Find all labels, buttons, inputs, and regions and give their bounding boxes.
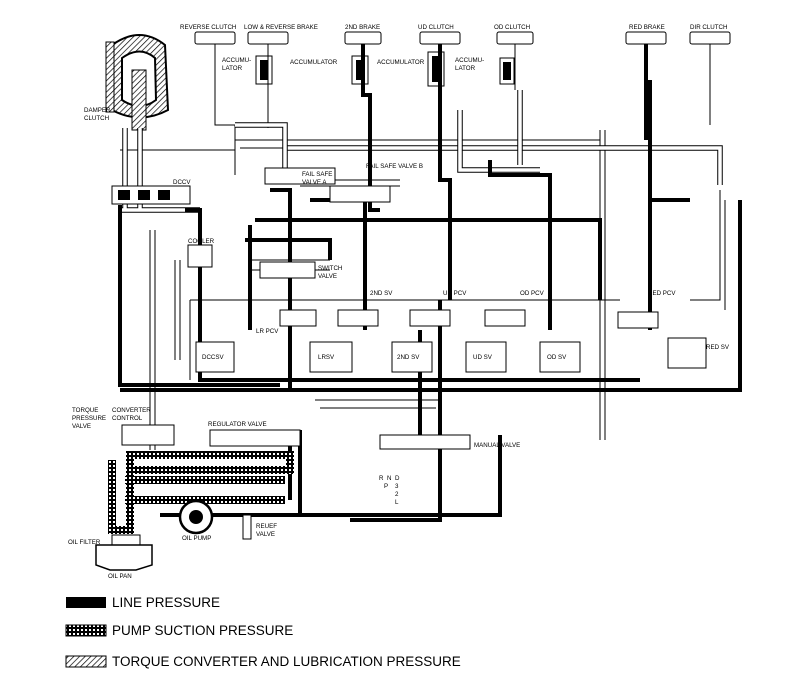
legend-swatch-torque [65,655,107,668]
lubrication-circuit [120,90,723,213]
legend-line-pressure: LINE PRESSURE [112,595,220,610]
label-damper-2: CLUTCH [84,115,109,122]
label-tpv-1: TORQUE [72,407,98,414]
legend-pump-suction: PUMP SUCTION PRESSURE [112,623,293,638]
pump-suction-circuit [108,451,294,534]
legend-torque-lubrication: TORQUE CONVERTER AND LUBRICATION PRESSUR… [112,654,461,669]
line-pressure-circuit [118,44,742,522]
label-switch-2: VALVE [318,273,337,280]
label-oil-pump: OIL PUMP [182,535,211,542]
label-reverse-clutch: REVERSE CLUTCH [180,24,236,31]
label-cc-1: CONVERTER [112,407,151,414]
label-red-sv: RED SV [706,344,730,351]
label-lr-pcv: LR PCV [256,328,279,335]
label-tpv-3: VALVE [72,423,91,430]
label-accumulator-3: ACCUMULATOR [377,59,425,66]
label-low-reverse-brake: LOW & REVERSE BRAKE [244,24,318,31]
legend-swatch-suction [65,624,107,637]
label-relief-1: REUEF [256,523,277,530]
label-gear-n: N [387,475,391,482]
label-ud-pcv: UD PCV [443,290,467,297]
component-labels: REVERSE CLUTCH LOW & REVERSE BRAKE 2ND B… [68,24,730,580]
label-gear-l: L [395,499,399,506]
legend-swatch-line [66,597,106,608]
label-gear-r: R [379,475,384,482]
label-accumulator-2: ACCUMULATOR [290,59,338,66]
label-ud-clutch: UD CLUTCH [418,24,454,31]
label-fail-safe-a-1: FAIL SAFE [302,171,332,178]
label-gear-d: D [395,475,400,482]
torque-converter [105,34,170,131]
label-regulator: REGULATOR VALVE [208,421,267,428]
label-gear-3: 3 [395,483,399,490]
label-dir-clutch: DIR CLUTCH [690,24,727,31]
valve-bodies [111,167,659,552]
label-red-pcv: RED PCV [648,290,676,297]
label-2nd-sv-top: 2ND SV [370,290,393,297]
label-oil-pan: OIL PAN [108,573,132,580]
label-manual: MANUAL VALVE [474,442,520,449]
label-cooler: COOLER [188,238,215,245]
label-gear-2: 2 [395,491,399,498]
label-od-clutch: OD CLUTCH [494,24,530,31]
label-ud-sv: UD SV [473,354,493,361]
label-damper-1: DAMPER [84,107,111,114]
label-od-pcv: OD PCV [520,290,545,297]
label-accumulator-4b: LATOR [455,65,476,72]
label-relief-2: VALVE [256,531,275,538]
label-accumulator-4a: ACCUMU- [455,57,484,64]
label-accumulator-1a: ACCUMU- [222,57,251,64]
accumulators [255,51,515,87]
label-dccv: DCCV [173,179,191,186]
label-switch-1: SWITCH [318,265,342,272]
label-lrsv: LRSV [318,354,335,361]
label-dccsv: DCCSV [202,354,225,361]
label-cc-2: CONTROL [112,415,143,422]
label-fail-safe-a-2: VALVE A [302,179,327,186]
solenoid-valves [195,337,707,373]
legend: LINE PRESSURE PUMP SUCTION PRESSURE TORQ… [65,595,461,669]
label-oil-filter: OIL FILTER [68,539,101,546]
label-2nd-brake: 2ND BRAKE [345,24,380,31]
label-2nd-sv: 2ND SV [397,354,420,361]
oil-pump-group [95,499,252,571]
label-gear-p: P [384,483,388,490]
label-fail-safe-b: FAIL SAFE VALVE B [366,163,423,170]
label-accumulator-1b: LATOR [222,65,243,72]
label-od-sv: OD SV [547,354,567,361]
label-red-brake: RED BRAKE [629,24,665,31]
clutch-brake-blocks [194,31,731,45]
label-tpv-2: PRESSURE [72,415,106,422]
